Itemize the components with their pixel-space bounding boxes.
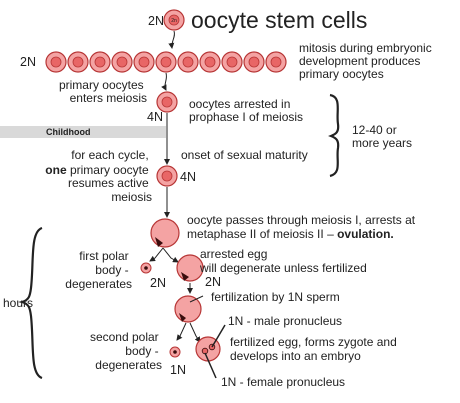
mitosis-row-ploidy: 2N — [20, 55, 36, 69]
arrow-to-arrested-egg — [162, 247, 179, 263]
mitosis-cell — [111, 51, 133, 73]
second-polar-ploidy: 1N — [170, 363, 186, 377]
second-polar-annotation: second polar body - degenerates — [90, 330, 162, 372]
male-pronucleus-annotation: 1N - male pronucleus — [228, 314, 342, 328]
mitosis-cell — [177, 51, 199, 73]
arrow-to-zygote — [189, 322, 201, 343]
hours-label: hours — [3, 296, 33, 310]
first-polar-body — [140, 262, 152, 274]
resuming-oocyte — [156, 165, 178, 187]
arrested-ploidy: 4N — [147, 110, 163, 124]
mitosis-cell — [243, 51, 265, 73]
arrested-oocyte — [156, 91, 178, 113]
stem-cell: 2n — [163, 9, 185, 31]
male-pronucleus-pointer — [211, 324, 226, 348]
meiosis-one-oocyte — [150, 218, 180, 248]
fertilized-egg — [174, 295, 202, 323]
mitosis-cell — [221, 51, 243, 73]
meiosis-one-annotation: oocyte passes through meiosis I, arrests… — [187, 213, 418, 241]
mitosis-cell — [89, 51, 111, 73]
stem-cell-label: 2n — [171, 18, 177, 24]
mitosis-annotation: mitosis during embryonic development pro… — [299, 41, 435, 81]
arrested-egg — [176, 254, 204, 282]
mitosis-cell-row — [45, 51, 287, 73]
resuming-ploidy: 4N — [180, 170, 196, 184]
mitosis-cell — [45, 51, 67, 73]
mitosis-cell — [199, 51, 221, 73]
sexual-maturity-annotation: onset of sexual maturity — [181, 148, 308, 162]
arrow-stem-to-mitosis — [168, 30, 175, 49]
sperm-arrow — [189, 295, 204, 303]
first-polar-annotation: first polar body - degenerates — [65, 249, 132, 291]
female-pronucleus-pointer — [204, 352, 217, 379]
title-ploidy-2n: 2N — [148, 14, 164, 28]
diagram-title: oocyte stem cells — [191, 7, 367, 33]
childhood-label: Childhood — [46, 127, 91, 137]
arrow-to-arrested — [161, 72, 167, 91]
years-annotation: 12-40 or more years — [352, 123, 412, 150]
arrow-to-second-polar — [176, 322, 187, 341]
second-polar-body — [169, 346, 181, 358]
arrested-egg-annotation: arrested egg will degenerate unless fert… — [199, 247, 367, 275]
each-cycle-annotation: for each cycle, one primary oocyte resum… — [45, 148, 152, 204]
primary-enters-annotation: primary oocytes enters meiosis — [59, 78, 147, 105]
arrow-to-first-polar — [149, 247, 164, 262]
childhood-band — [0, 126, 166, 138]
mitosis-cell — [133, 51, 155, 73]
mitosis-cell — [155, 51, 177, 73]
years-brace — [328, 93, 340, 178]
first-polar-ploidy: 2N — [150, 276, 166, 290]
mitosis-cell — [67, 51, 89, 73]
female-pronucleus-annotation: 1N - female pronucleus — [221, 375, 345, 389]
mitosis-cell — [265, 51, 287, 73]
zygote-annotation: fertilized egg, forms zygote and develop… — [230, 335, 400, 363]
arrested-annotation: oocytes arrested in prophase I of meiosi… — [189, 97, 303, 124]
hours-brace — [18, 226, 43, 380]
fertilization-annotation: fertilization by 1N sperm — [211, 290, 340, 304]
arrested-egg-ploidy: 2N — [205, 275, 221, 289]
